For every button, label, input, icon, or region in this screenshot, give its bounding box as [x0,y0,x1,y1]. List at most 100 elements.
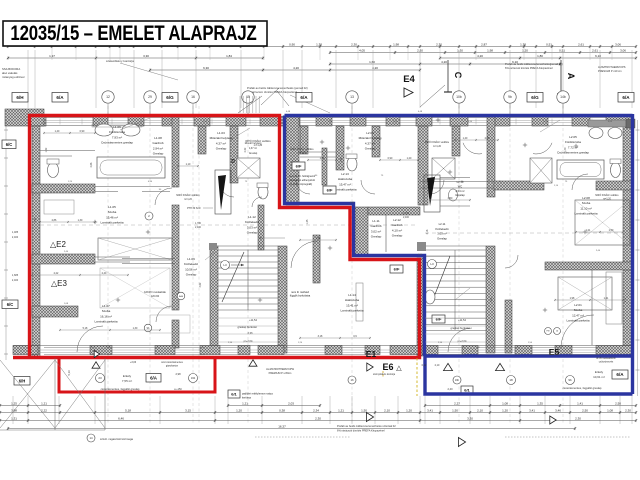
svg-text:Szoba: Szoba [582,201,591,205]
svg-text:1,98: 1,98 [570,297,575,300]
svg-text:1,50: 1,50 [452,408,458,412]
svg-text:16: 16 [191,95,195,99]
svg-text:Műszaki helyiség: Műszaki helyiség [359,136,382,140]
svg-text:SSA BOKORA: SSA BOKORA [2,67,20,71]
svg-text:0,90: 0,90 [468,121,473,123]
svg-text:1,98: 1,98 [316,237,321,240]
svg-text:6/C: 6/C [6,142,13,147]
svg-text:L1.09: L1.09 [187,257,195,261]
svg-text:3,30: 3,30 [467,416,473,420]
svg-text:Szoba: Szoba [108,210,117,214]
svg-text:2,400: 2,400 [12,279,19,282]
svg-text:Greslap: Greslap [392,234,403,238]
svg-text:2,30: 2,30 [315,416,321,420]
svg-text:3,18: 3,18 [426,229,429,234]
svg-text:2,98: 2,98 [175,372,181,376]
svg-text:+11,54: +11,54 [249,318,257,322]
svg-text:2,50: 2,50 [582,408,588,412]
svg-text:PREMIUM P-vrt5üm: PREMIUM P-vrt5üm [269,372,292,375]
svg-text:6/F: 6/F [436,316,442,321]
svg-text:14b: 14b [560,95,566,99]
svg-text:2,10: 2,10 [384,408,390,412]
svg-text:75: 75 [565,181,568,183]
svg-text:dr-05 nedvészkőm: dr-05 nedvészkőm [596,357,616,360]
svg-text:1,40: 1,40 [463,137,468,140]
svg-text:greslap burkolat: greslap burkolat [450,326,469,330]
svg-text:Laminált parketta: Laminált parketta [94,320,117,324]
svg-text:1,21: 1,21 [338,408,344,412]
svg-text:4,20: 4,20 [293,66,299,70]
svg-text:Greslap: Greslap [153,152,164,156]
svg-text:1,50: 1,50 [609,229,614,232]
svg-text:15,47 m²: 15,47 m² [339,182,351,186]
svg-text:L2.04: L2.04 [366,131,374,135]
svg-text:6%-ral lecsút tömítés PREFA Ké: 6%-ral lecsút tömítés PREFA Kécpazénel [505,66,553,70]
svg-text:Greslap: Greslap [249,152,258,155]
svg-text:m=1,20: m=1,20 [184,199,192,201]
svg-text:2,27: 2,27 [454,401,460,405]
svg-text:1,08: 1,08 [607,408,613,412]
svg-text:Közlekedő: Közlekedő [184,262,198,266]
svg-text:WC: WC [458,184,463,188]
svg-text:12035/15 – EMELET ALAPRAJZ: 12035/15 – EMELET ALAPRAJZ [10,22,257,45]
svg-text:1,21: 1,21 [586,229,591,232]
svg-text:2,36: 2,36 [228,342,233,344]
svg-text:2,10: 2,10 [477,408,483,412]
svg-text:240: 240 [476,347,480,349]
svg-text:1,35: 1,35 [320,157,325,160]
svg-text:2,400: 2,400 [12,236,19,239]
svg-text:1,30: 1,30 [78,219,83,222]
svg-text:4,37 m²: 4,37 m² [216,141,226,145]
svg-text:4,37 m²: 4,37 m² [249,147,257,150]
svg-text:pr+2,04: pr+2,04 [244,339,253,343]
svg-text:3,02 m²: 3,02 m² [371,229,381,233]
svg-text:Szoba: Szoba [574,308,583,312]
svg-text:1,35: 1,35 [537,401,543,405]
svg-text:MIZŐ KINÁLF védőkre: MIZŐ KINÁLF védőkre [595,194,619,197]
svg-text:C: C [453,72,463,79]
svg-text:2,50: 2,50 [615,401,621,405]
svg-text:m=1,20: m=1,20 [603,199,611,201]
svg-text:ALJZATROTHERM KPW: ALJZATROTHERM KPW [266,368,295,371]
svg-text:Mosdó helyiség: Mosdó helyiség [245,142,262,145]
svg-text:1,98: 1,98 [487,48,493,52]
svg-text:Laminált parketta: Laminált parketta [100,221,123,225]
svg-text:19b: 19b [191,376,196,380]
svg-text:0,90: 0,90 [289,42,295,46]
svg-text:3,15: 3,15 [185,408,191,412]
svg-text:19b: 19b [455,379,460,382]
svg-text:0,90: 0,90 [80,130,85,133]
svg-text:csúszásmentes, fagyálló gresla: csúszásmentes, fagyálló greslap [101,387,140,391]
svg-text:L1.07: L1.07 [102,304,110,308]
svg-text:0,12: 0,12 [422,364,427,367]
svg-text:1,08: 1,08 [502,401,508,405]
svg-text:1,40: 1,40 [564,147,567,152]
svg-text:2,10: 2,10 [435,364,440,367]
svg-text:7,93 m²: 7,93 m² [112,135,122,139]
svg-text:WITŐ KINÁLF védőkre: WITŐ KINÁLF védőkre [245,140,271,143]
svg-text:2,86: 2,86 [90,162,93,167]
svg-text:6/H: 6/H [19,378,26,383]
svg-text:3,46: 3,46 [555,408,561,412]
svg-text:PTH 30 Sz-F: PTH 30 Sz-F [187,207,201,210]
svg-text:5,13: 5,13 [67,370,71,376]
svg-text:△E2: △E2 [50,240,66,249]
svg-text:1,98: 1,98 [393,42,399,46]
svg-text:Greslap: Greslap [437,236,447,240]
svg-text:Gardrób: Gardrób [391,223,402,227]
svg-text:m=1,20: m=1,20 [298,153,306,155]
svg-text:6,30: 6,30 [203,66,209,70]
svg-text:(k+2,40 szt. holzágnemű: (k+2,40 szt. holzágnemű [289,175,316,178]
svg-text:Greslap: Greslap [455,193,465,197]
svg-text:m1,20 cm impregnált): m1,20 cm impregnált) [289,183,312,186]
svg-text:L1.05: L1.05 [108,205,116,209]
svg-text:Greslap: Greslap [216,147,227,151]
svg-text:0,48: 0,48 [418,111,423,113]
svg-text:pr+2,04: pr+2,04 [458,339,467,343]
svg-text:0,60: 0,60 [608,121,613,123]
svg-text:6% ránácsok tömítés PREFA Kécp: 6% ránácsok tömítés PREFA Kécpazénel [337,429,385,433]
svg-text:6/A: 6/A [300,95,308,100]
svg-text:0,51: 0,51 [546,42,552,46]
svg-text:Csúszásmentes greslap: Csúszásmentes greslap [101,141,133,145]
svg-text:1,485: 1,485 [12,231,19,234]
